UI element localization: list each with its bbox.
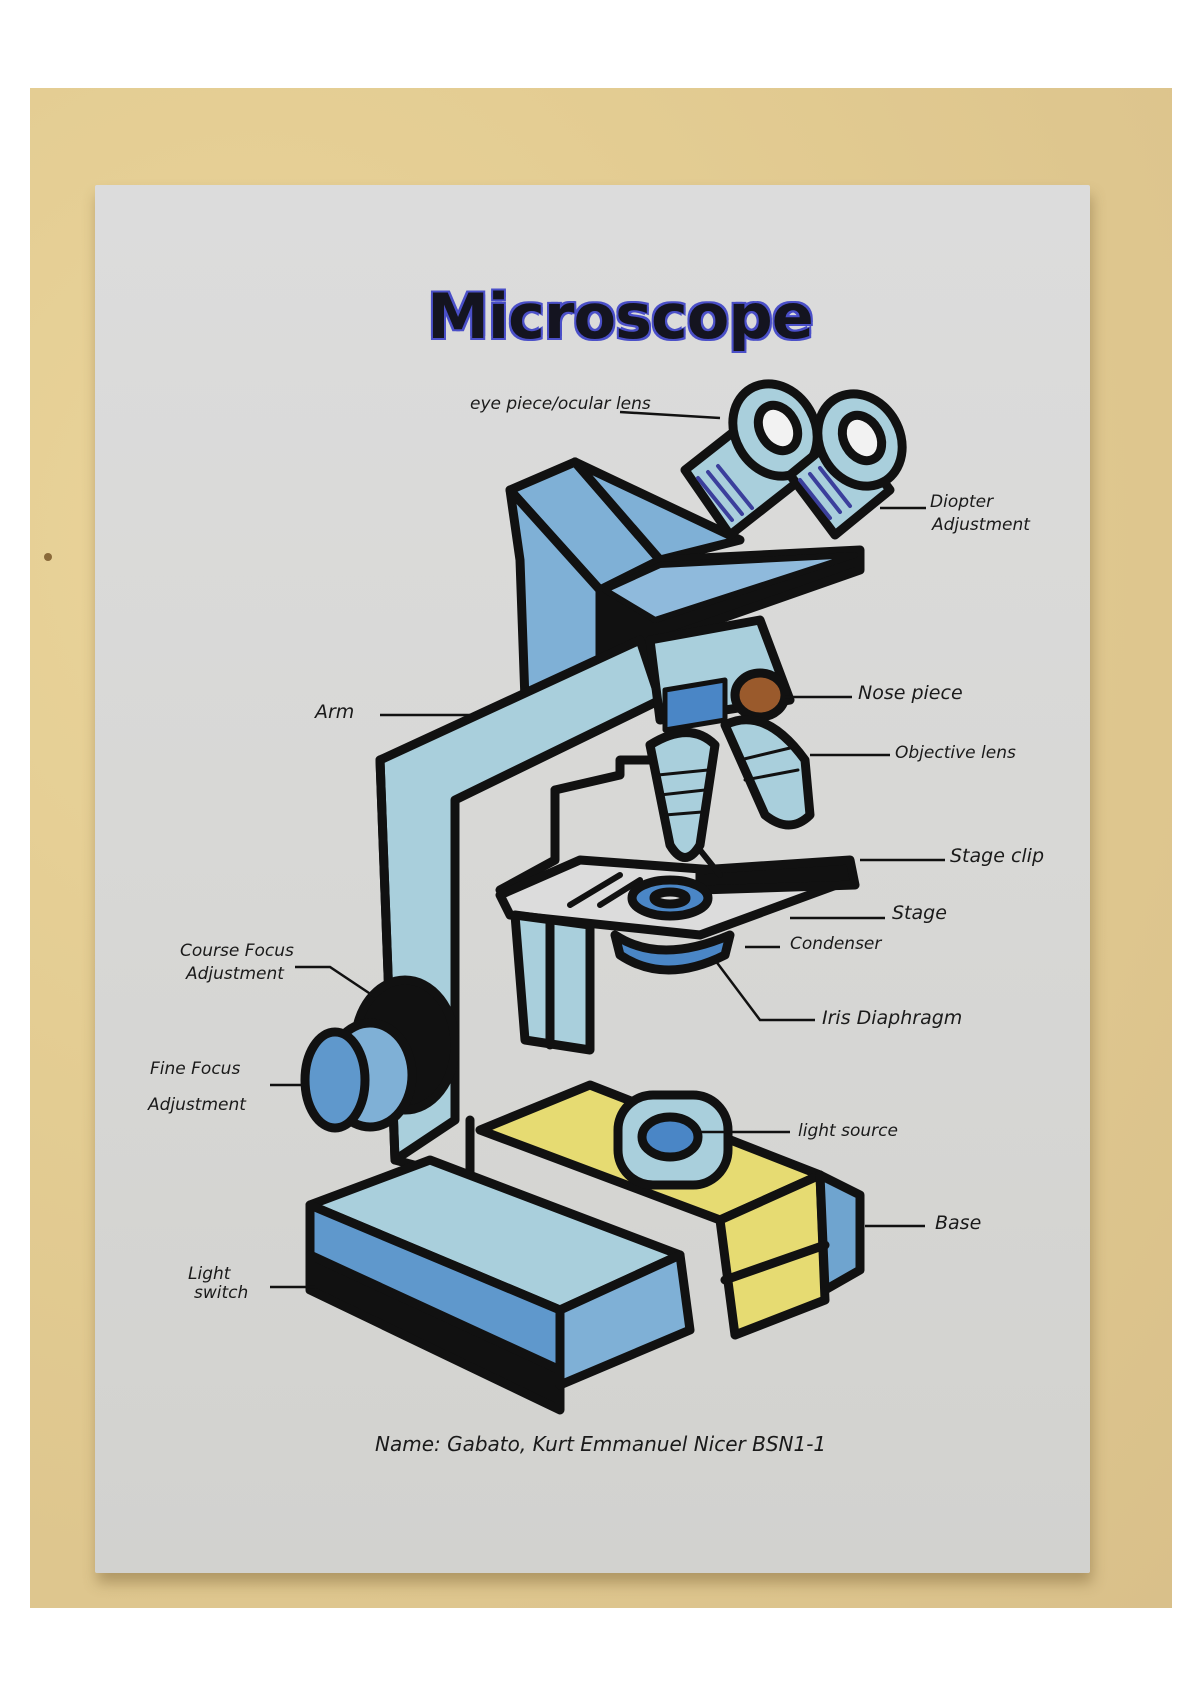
light-source [613, 1090, 733, 1190]
label-coarse-focus-line1: Course Focus [180, 941, 294, 961]
student-name: Name: Gabato, Kurt Emmanuel Nicer BSN1-1 [375, 1432, 827, 1456]
wall-mark [44, 553, 52, 561]
label-condenser: Condenser [790, 934, 882, 954]
label-stage-clip: Stage clip [950, 845, 1045, 867]
label-light-switch-line2: switch [194, 1283, 249, 1303]
label-diopter-line1: Diopter [930, 492, 994, 512]
stage-support [510, 910, 595, 1055]
leader-lines [270, 410, 945, 1289]
label-fine-focus-line2: Adjustment [148, 1095, 246, 1115]
nose-piece [645, 615, 795, 733]
label-light-switch-line1: Light [188, 1264, 231, 1284]
label-coarse-focus-line2: Adjustment [186, 964, 284, 984]
condenser [610, 930, 735, 975]
label-nose-piece: Nose piece [858, 682, 963, 704]
label-stage: Stage [892, 902, 947, 924]
label-eyepiece: eye piece/ocular lens [470, 394, 651, 414]
fine-focus-knob [300, 1018, 417, 1133]
label-diopter-line2: Adjustment [932, 515, 1030, 535]
diagram-title: Microscope [427, 280, 814, 353]
microscope-base [305, 1080, 865, 1415]
microscope-head [505, 457, 865, 705]
label-objective-lens: Objective lens [895, 743, 1016, 763]
stage [495, 755, 860, 940]
eyepiece-right [785, 389, 907, 540]
label-fine-focus-line1: Fine Focus [150, 1059, 241, 1079]
label-base: Base [935, 1212, 982, 1234]
label-arm: Arm [315, 701, 355, 723]
objective-lenses [645, 715, 815, 862]
label-iris-diaphragm: Iris Diaphragm [822, 1007, 963, 1029]
label-light-source: light source [798, 1121, 898, 1141]
